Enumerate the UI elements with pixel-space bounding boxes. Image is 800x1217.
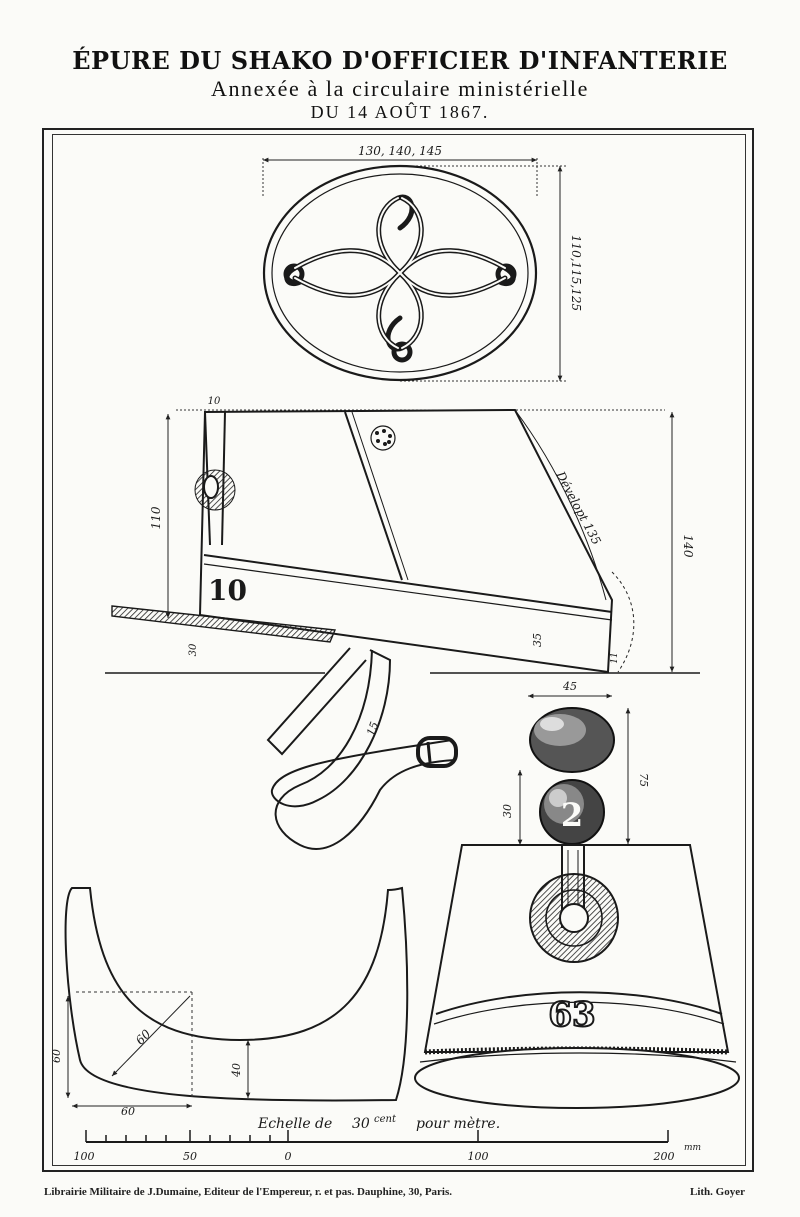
strap-width-label: 15 <box>364 720 381 738</box>
footer-publisher: Librairie Militaire de J.Dumaine, Editeu… <box>44 1186 453 1198</box>
front-number: 63 <box>548 995 595 1035</box>
side-number: 10 <box>208 574 247 607</box>
scale-tick-label-4: 200 <box>653 1150 675 1163</box>
side-visor <box>111 605 337 643</box>
side-dim-10: 10 <box>208 396 221 407</box>
visor-height-label: 60 <box>50 1049 63 1063</box>
badge-inner-oval <box>271 173 529 373</box>
side-dim-30: 30 <box>188 643 199 656</box>
visor-depth-label: 40 <box>230 1063 243 1078</box>
badge-knot-ornament <box>283 194 517 363</box>
side-chinstrap-loop <box>194 411 236 546</box>
pompon-view: 45 75 30 65 45 2 <box>500 680 650 962</box>
scale-label-cent: cent <box>374 1114 397 1125</box>
scale-label-start: Echelle de <box>257 1116 332 1132</box>
visor-pattern: 60 60 60 40 <box>50 886 409 1118</box>
pompon-dim-30: 30 <box>501 804 514 818</box>
front-visor <box>414 1047 740 1109</box>
front-rosette <box>529 873 619 963</box>
plate-frame-inner <box>52 134 746 1166</box>
scale-tick-label-0: 100 <box>74 1150 95 1163</box>
footer-lithographer: Lith. Goyer <box>690 1186 745 1198</box>
badge-view: 130, 140, 145 110,115,125 <box>262 144 583 382</box>
scale-tick-label-2: 0 <box>285 1150 292 1163</box>
plate-frame-outer <box>42 128 754 1172</box>
badge-height-label: 110,115,125 <box>569 235 583 311</box>
pompon-dim-45-top: 45 <box>562 680 577 693</box>
badge-width-label: 130, 140, 145 <box>358 144 442 158</box>
pompon-ball-number: 2 <box>561 796 583 834</box>
plate-date: DU 14 AOÛT 1867. <box>310 102 490 122</box>
vent-rosette <box>370 425 396 451</box>
scale-label-num: 30 <box>352 1116 370 1132</box>
side-dim-35: 35 <box>531 633 544 647</box>
chinstrap <box>266 647 458 850</box>
side-dim-11: 11 <box>610 652 620 663</box>
front-view: 63 <box>414 844 740 1109</box>
scale-tick-label-3: 100 <box>468 1150 489 1163</box>
side-dim-110: 110 <box>149 506 163 529</box>
shako-body <box>198 408 614 674</box>
plate-title: ÉPURE DU SHAKO D'OFFICIER D'INFANTERIE <box>72 46 728 75</box>
visor-width-label: 60 <box>121 1105 135 1118</box>
scale-label-end: pour mètre. <box>416 1116 500 1132</box>
plate-subtitle: Annexée à la circulaire ministérielle <box>210 76 590 101</box>
badge-outer-oval <box>262 164 538 382</box>
scale-bar: Echelle de 30 cent pour mètre. 100 50 0 … <box>74 1114 702 1163</box>
visor-shape <box>64 886 409 1102</box>
side-view: 110 140 10 Dévelopt 135 10 <box>105 396 700 850</box>
scale-tick-label-1: 50 <box>183 1150 197 1163</box>
scale-unit: mm <box>684 1143 701 1153</box>
side-dim-140: 140 <box>681 535 695 558</box>
pompon-dim-75: 75 <box>637 773 650 787</box>
